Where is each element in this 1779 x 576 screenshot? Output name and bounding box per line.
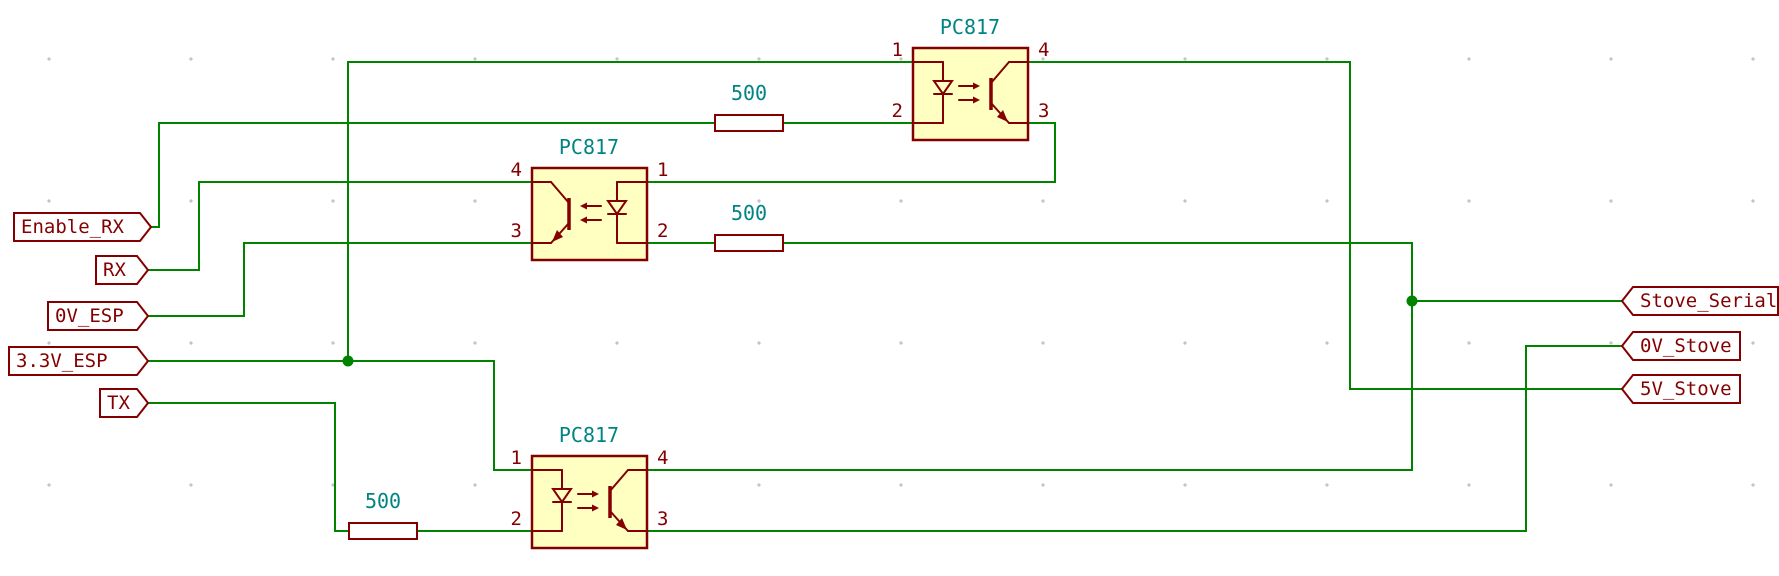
label-stove-serial[interactable]: Stove_Serial (1620, 286, 1779, 316)
net-label[interactable]: Stove_Serial (1640, 290, 1777, 312)
label-5v-stove[interactable]: 5V_Stove (1620, 374, 1741, 404)
pin-number: 3 (511, 220, 522, 242)
wire-stove-serial-c[interactable] (647, 301, 1413, 471)
optocoupler-body[interactable] (530, 166, 649, 262)
component-value[interactable]: PC817 (940, 15, 1000, 39)
label-tx[interactable]: TX (99, 388, 150, 418)
label-outline (1620, 331, 1741, 361)
net-label[interactable]: Enable_RX (21, 216, 125, 238)
label-3v3-esp[interactable]: 3.3V_ESP (8, 346, 150, 376)
label-0v-stove[interactable]: 0V_Stove (1620, 331, 1741, 361)
junctions (342, 295, 1418, 367)
wire-3v3-esp-branch[interactable] (347, 61, 913, 361)
optocoupler-middle[interactable]: PC817 4 1 3 2 (511, 135, 669, 262)
pin-number: 2 (892, 100, 903, 122)
pin-number: 4 (1038, 39, 1049, 61)
resistor-value[interactable]: 500 (365, 489, 401, 513)
pin-number: 1 (892, 39, 903, 61)
pin-number: 3 (1038, 100, 1049, 122)
wire-opto-top-to-mid[interactable] (647, 122, 1056, 183)
wire-3v3-esp-main[interactable] (148, 360, 532, 471)
label-outline (1620, 374, 1741, 404)
pin-number: 4 (511, 159, 522, 181)
label-outline (13, 212, 153, 242)
component-value[interactable]: PC817 (559, 135, 619, 159)
pin-number: 3 (657, 508, 668, 530)
optocoupler-bottom[interactable]: PC817 1 4 2 3 (511, 423, 669, 550)
net-label[interactable]: 0V_Stove (1640, 335, 1732, 357)
resistor-top[interactable]: 500 (714, 81, 784, 132)
pin-number: 1 (657, 159, 668, 181)
wire-tx-a[interactable] (148, 402, 349, 532)
component-value[interactable]: PC817 (559, 423, 619, 447)
junction-dot[interactable] (1406, 295, 1418, 307)
resistor-value[interactable]: 500 (731, 201, 767, 225)
net-label[interactable]: 0V_ESP (55, 305, 124, 327)
wire-enable-rx-a[interactable] (151, 122, 715, 228)
wire-rx[interactable] (148, 181, 532, 271)
wire-5v-stove[interactable] (1028, 61, 1622, 390)
optocoupler-top[interactable]: PC817 1 4 2 3 (892, 15, 1050, 142)
label-outline (1620, 286, 1779, 316)
wire-0v-esp[interactable] (148, 242, 532, 317)
net-label[interactable]: 5V_Stove (1640, 378, 1732, 400)
resistor-body[interactable] (348, 522, 418, 540)
resistor-value[interactable]: 500 (731, 81, 767, 105)
resistor-bottom[interactable]: 500 (348, 489, 418, 540)
label-outline (95, 255, 150, 285)
pin-number: 2 (657, 220, 668, 242)
net-label[interactable]: RX (103, 259, 126, 281)
label-outline (47, 301, 150, 331)
label-enable-rx[interactable]: Enable_RX (13, 212, 153, 242)
pin-number: 4 (657, 447, 668, 469)
pin-number: 1 (511, 447, 522, 469)
wire-stove-serial-b[interactable] (783, 242, 1622, 302)
net-label[interactable]: 3.3V_ESP (16, 350, 108, 372)
label-0v-esp[interactable]: 0V_ESP (47, 301, 150, 331)
wire-0v-stove[interactable] (647, 345, 1622, 532)
pin-number: 2 (511, 508, 522, 530)
resistor-middle[interactable]: 500 (714, 201, 784, 252)
resistor-body[interactable] (714, 234, 784, 252)
label-outline (8, 346, 150, 376)
resistor-body[interactable] (714, 114, 784, 132)
junction-dot[interactable] (342, 355, 354, 367)
wires (148, 61, 1622, 532)
net-label[interactable]: TX (107, 392, 130, 414)
label-outline (99, 388, 150, 418)
label-rx[interactable]: RX (95, 255, 150, 285)
